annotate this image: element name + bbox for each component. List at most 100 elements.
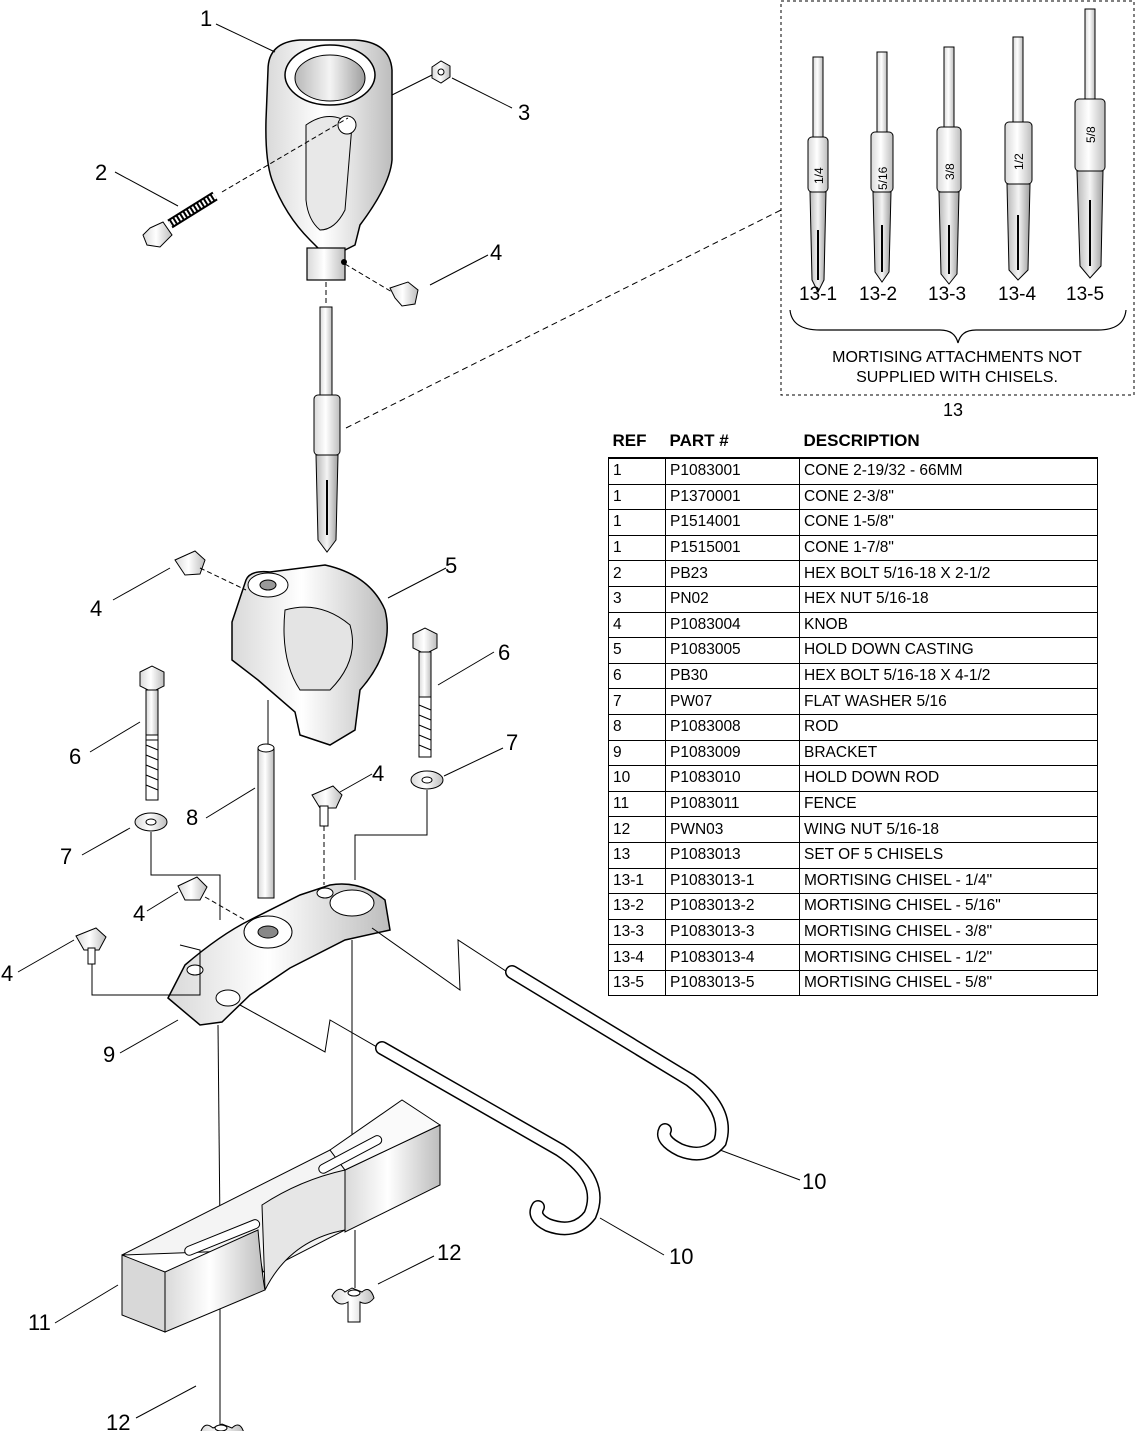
cell-part-number: P1083013-5 [665,969,800,997]
callout-1: 1 [200,6,212,31]
cell-ref: 10 [608,765,666,792]
chisel-inset: 1/4 5/16 3/8 1/2 5/8 13-1 13-2 13-3 13-4… [780,0,1135,396]
chisel-size-13-2: 5/16 [876,166,890,190]
callout-11: 11 [28,1310,51,1335]
callout-5: 5 [445,553,457,578]
callout-6-right: 6 [498,640,510,665]
cell-description: MORTISING CHISEL - 5/16" [799,893,1098,920]
assembly-lines [91,790,513,1425]
part-11-fence [121,1099,442,1333]
cell-description: CONE 1-5/8" [799,509,1098,536]
inset-leader [345,209,782,429]
cell-part-number: P1083013-3 [665,918,800,946]
cell-part-number: P1083013-1 [665,867,800,895]
cell-part-number: PB30 [665,662,800,690]
callout-2: 2 [95,160,107,185]
callout-12-left: 12 [106,1410,130,1431]
cell-ref: 12 [608,816,666,843]
cell-part-number: PW07 [665,688,800,715]
cell-ref: 13-5 [608,969,666,997]
table-header-row: REF PART # DESCRIPTION [609,428,1098,458]
cell-part-number: P1083013-4 [665,944,800,971]
callout-4-casting: 4 [90,596,102,621]
header-ref: REF [612,431,647,450]
cell-part-number: PN02 [665,585,800,613]
part-5-hold-down-casting [231,564,388,746]
cell-description: HEX NUT 5/16-18 [799,585,1098,613]
part-4-knob-middle [311,785,343,885]
inset-note-line1: MORTISING ATTACHMENTS NOT [832,349,1082,366]
cell-part-number: P1083010 [665,765,800,792]
cell-ref: 13 [608,841,666,869]
callout-12-right: 12 [437,1240,461,1265]
part-4-knob-far-left [75,927,107,965]
header-part: PART # [669,431,729,450]
cell-ref: 1 [608,456,666,485]
cell-part-number: P1083013 [665,841,800,869]
chisel-size-13-1: 1/4 [812,167,826,184]
cell-part-number: PWN03 [665,816,800,843]
inset-note-line2: SUPPLIED WITH CHISELS. [856,369,1058,386]
callout-9: 9 [103,1042,115,1067]
inset-border [780,0,1135,396]
cell-part-number: P1083005 [665,637,800,664]
header-description: DESCRIPTION [803,431,920,450]
chisel-13-2 [870,51,894,283]
callout-numbers: 1 2 3 4 4 5 6 6 7 4 8 7 4 4 9 10 10 12 1… [1,6,826,1431]
cell-description: CONE 2-19/32 - 66MM [799,456,1098,485]
cell-ref: 13-1 [608,867,666,895]
cell-description: WING NUT 5/16-18 [799,816,1098,843]
chisel-13-4 [1004,36,1033,281]
cell-part-number: P1514001 [665,509,800,536]
cell-part-number: P1083011 [665,790,800,818]
cell-ref: 2 [608,560,666,587]
cell-description: HOLD DOWN ROD [799,765,1098,792]
leader-lines [17,23,801,1419]
chisel-size-13-5: 5/8 [1084,126,1098,143]
cell-part-number: P1083013-2 [665,893,800,920]
callout-7-left: 7 [60,844,72,869]
cell-description: SET OF 5 CHISELS [799,841,1098,869]
part-4-knob-lower [177,876,246,921]
cell-ref: 1 [608,509,666,536]
cell-description: CONE 1-7/8" [799,534,1098,562]
callout-8: 8 [186,805,198,830]
cell-ref: 1 [608,483,666,511]
part-7-washer-left [134,812,168,832]
callout-6-left: 6 [69,744,81,769]
cell-ref: 13-3 [608,918,666,946]
callout-7-right: 7 [506,730,518,755]
cell-description: CONE 2-3/8" [799,483,1098,511]
cell-ref: 8 [608,713,666,741]
cell-description: HEX BOLT 5/16-18 X 4-1/2 [799,662,1098,690]
cell-part-number: P1083009 [665,739,800,767]
chisel-size-13-3: 3/8 [943,163,957,180]
cell-description: MORTISING CHISEL - 1/2" [799,944,1098,971]
chisel-id-13-2: 13-2 [859,284,897,305]
part-10-hold-down-rod-right [505,965,729,1161]
callout-4-middle: 4 [372,761,384,786]
cell-description: ROD [799,713,1098,741]
callout-10-right: 10 [802,1169,826,1194]
chisel-id-13-5: 13-5 [1066,284,1104,305]
cell-description: FENCE [799,790,1098,818]
group-brace [789,309,1127,344]
